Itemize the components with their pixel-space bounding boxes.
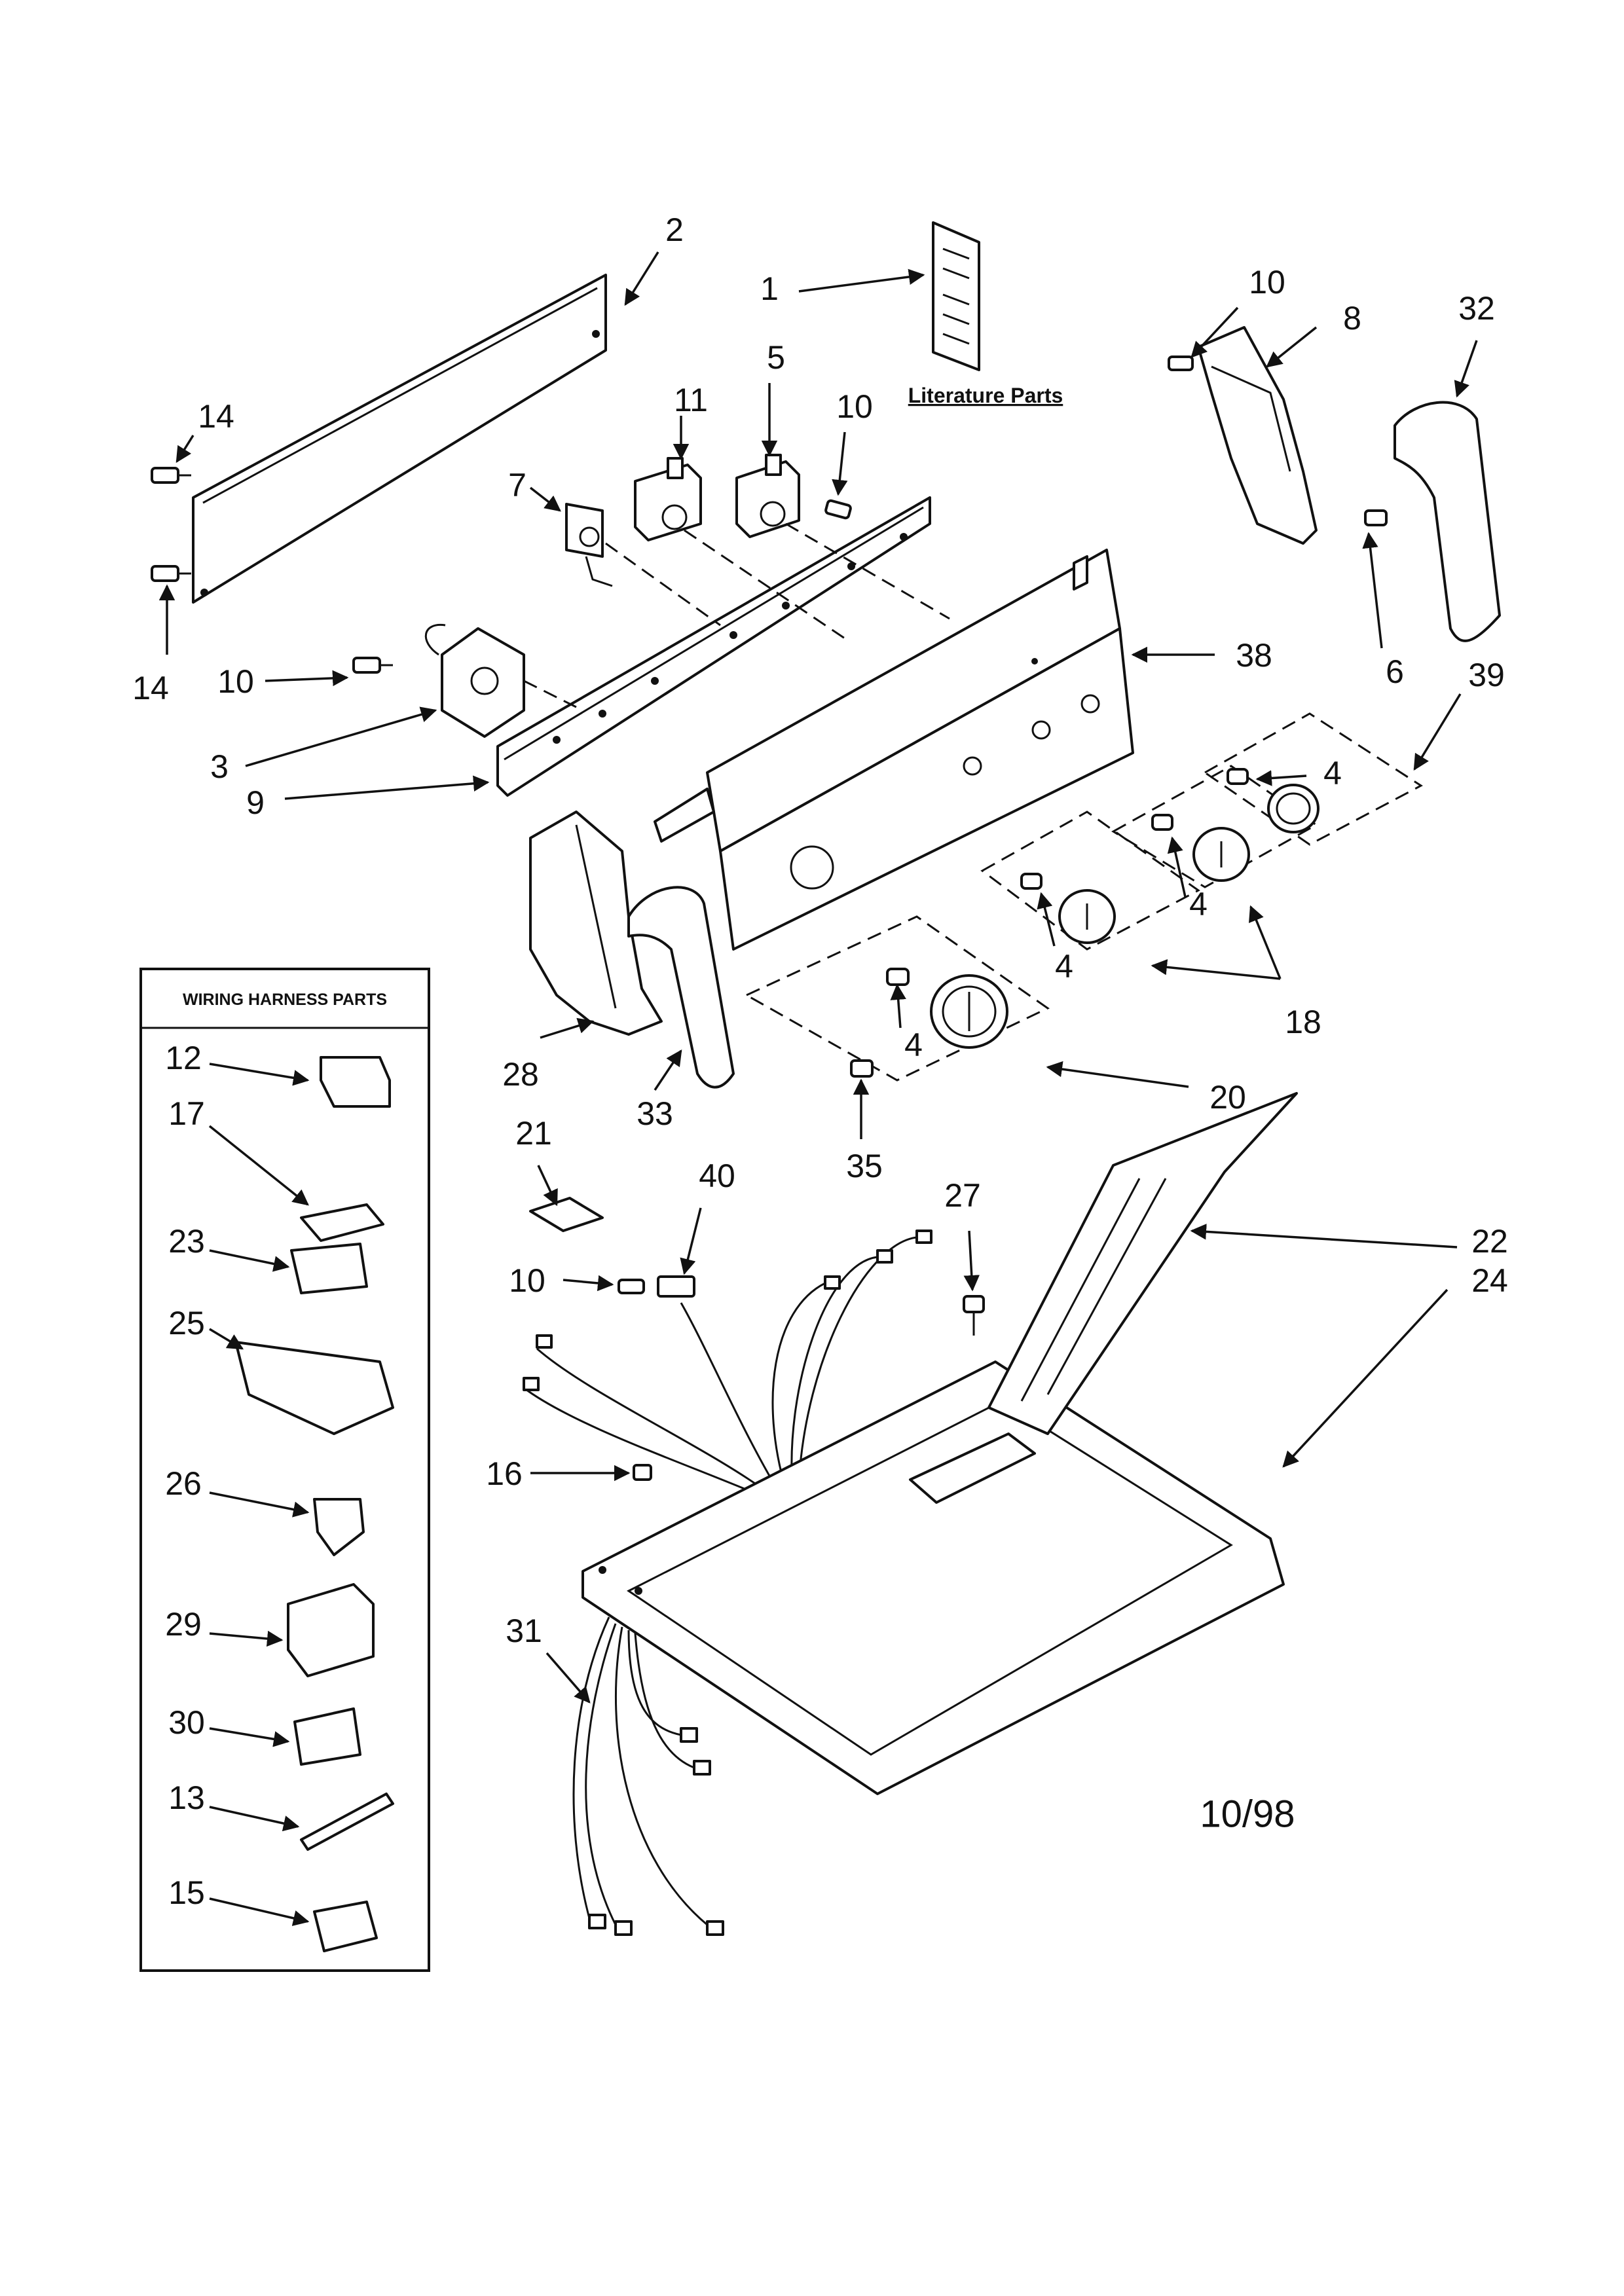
callout-14: 14 [132, 670, 169, 706]
screw-part-10-right [1168, 355, 1194, 371]
callout-4: 4 [1189, 886, 1208, 922]
handle-part-32 [1393, 401, 1501, 642]
clip-part-16 [633, 1464, 652, 1481]
terminal-part-13-icon [300, 1793, 394, 1851]
wiring-item-17: 17 [168, 1095, 205, 1132]
connector-part-12-icon [320, 1056, 391, 1108]
screw-part-10-lower [618, 1279, 645, 1294]
control-bracket-part-9 [496, 496, 931, 797]
knob-middle-left [1020, 873, 1116, 944]
wiring-item-25: 25 [168, 1305, 205, 1341]
timer-knob [886, 968, 1008, 1049]
callout-4: 4 [1323, 755, 1342, 792]
lint-chute-part-22 [987, 1092, 1298, 1435]
wiring-item-30: 30 [168, 1704, 205, 1741]
callout-14: 14 [198, 398, 234, 435]
callout-3: 3 [210, 748, 229, 785]
callout-5: 5 [767, 339, 785, 376]
switch-part-3 [424, 623, 525, 738]
wiring-item-23: 23 [168, 1223, 205, 1260]
callout-16: 16 [486, 1455, 523, 1492]
connector-part-15-icon [313, 1901, 378, 1952]
switch-part-11 [634, 457, 702, 541]
callout-18: 18 [1285, 1004, 1321, 1040]
callout-7: 7 [508, 467, 526, 503]
screw-part-14-upper [151, 467, 191, 484]
callout-1: 1 [760, 270, 779, 307]
callout-28: 28 [502, 1056, 539, 1093]
callout-33: 33 [637, 1095, 673, 1132]
connector-part-40 [657, 1275, 695, 1298]
screw-part-27 [963, 1295, 985, 1336]
callout-6: 6 [1386, 653, 1404, 690]
wiring-harness-parts-box: WIRING HARNESS PARTS [139, 968, 430, 1972]
callout-10: 10 [836, 388, 873, 425]
callout-labels: 1 2 3 4 4 4 4 5 6 7 8 9 10 10 10 10 11 1… [132, 211, 1508, 1911]
callout-4: 4 [1055, 948, 1073, 985]
screw-part-10-left [352, 657, 393, 674]
callout-4: 4 [904, 1027, 923, 1063]
literature-parts-label: Literature Parts [908, 384, 1063, 407]
console-part-38 [654, 549, 1134, 951]
wiring-box-title: WIRING HARNESS PARTS [183, 991, 387, 1009]
end-cap-part-8 [1197, 326, 1318, 545]
callout-31: 31 [506, 1613, 542, 1649]
wiring-item-29: 29 [165, 1606, 202, 1643]
callout-21: 21 [515, 1115, 552, 1152]
connector-part-29-icon [287, 1583, 375, 1677]
screw-part-35 [850, 1059, 874, 1078]
screw-part-14-lower [151, 565, 191, 582]
screw-part-10-mid [824, 499, 852, 520]
literature-card-part-1 [932, 221, 980, 371]
handle-part-33 [627, 886, 735, 1089]
callout-32: 32 [1458, 290, 1495, 327]
connector-part-30-icon [293, 1707, 361, 1766]
wiring-item-26: 26 [165, 1465, 202, 1502]
callout-27: 27 [944, 1177, 981, 1214]
lower-wire-harness-part-31 [572, 1616, 724, 1936]
callout-39: 39 [1468, 657, 1505, 693]
dryer-top-part-24 [581, 1360, 1285, 1795]
callout-2: 2 [665, 211, 684, 248]
knob-middle-right [1151, 814, 1250, 882]
wiring-item-12: 12 [165, 1040, 202, 1076]
connector-part-26-icon [313, 1498, 365, 1556]
callout-22: 22 [1471, 1223, 1508, 1260]
switch-part-5 [735, 454, 800, 538]
wiring-item-15: 15 [168, 1874, 205, 1911]
rear-panel-part-2 [192, 274, 607, 604]
wiring-item-13: 13 [168, 1779, 205, 1816]
assembly-leader-lines [523, 522, 1423, 1082]
callout-38: 38 [1236, 637, 1272, 674]
knob-right [1227, 768, 1320, 833]
callout-10: 10 [509, 1262, 545, 1299]
date-code: 10/98 [1200, 1793, 1295, 1835]
callout-10: 10 [217, 663, 254, 700]
end-cap-part-28 [529, 811, 663, 1036]
switch-part-7 [565, 503, 613, 587]
connector-part-23-icon [290, 1243, 368, 1294]
callout-leaders [158, 251, 1478, 1926]
callout-35: 35 [846, 1148, 883, 1184]
callout-8: 8 [1343, 300, 1361, 337]
callout-24: 24 [1471, 1262, 1508, 1299]
upper-wire-harness [523, 1230, 932, 1501]
connector-part-17-icon [300, 1203, 384, 1242]
callout-9: 9 [246, 784, 265, 821]
callout-40: 40 [699, 1157, 735, 1194]
connector-part-25-icon [234, 1341, 394, 1435]
thermistor-part-21 [529, 1197, 604, 1232]
callout-20: 20 [1209, 1079, 1246, 1116]
callout-11: 11 [674, 382, 708, 418]
screw-part-6 [1364, 509, 1388, 526]
callout-10: 10 [1249, 264, 1285, 301]
